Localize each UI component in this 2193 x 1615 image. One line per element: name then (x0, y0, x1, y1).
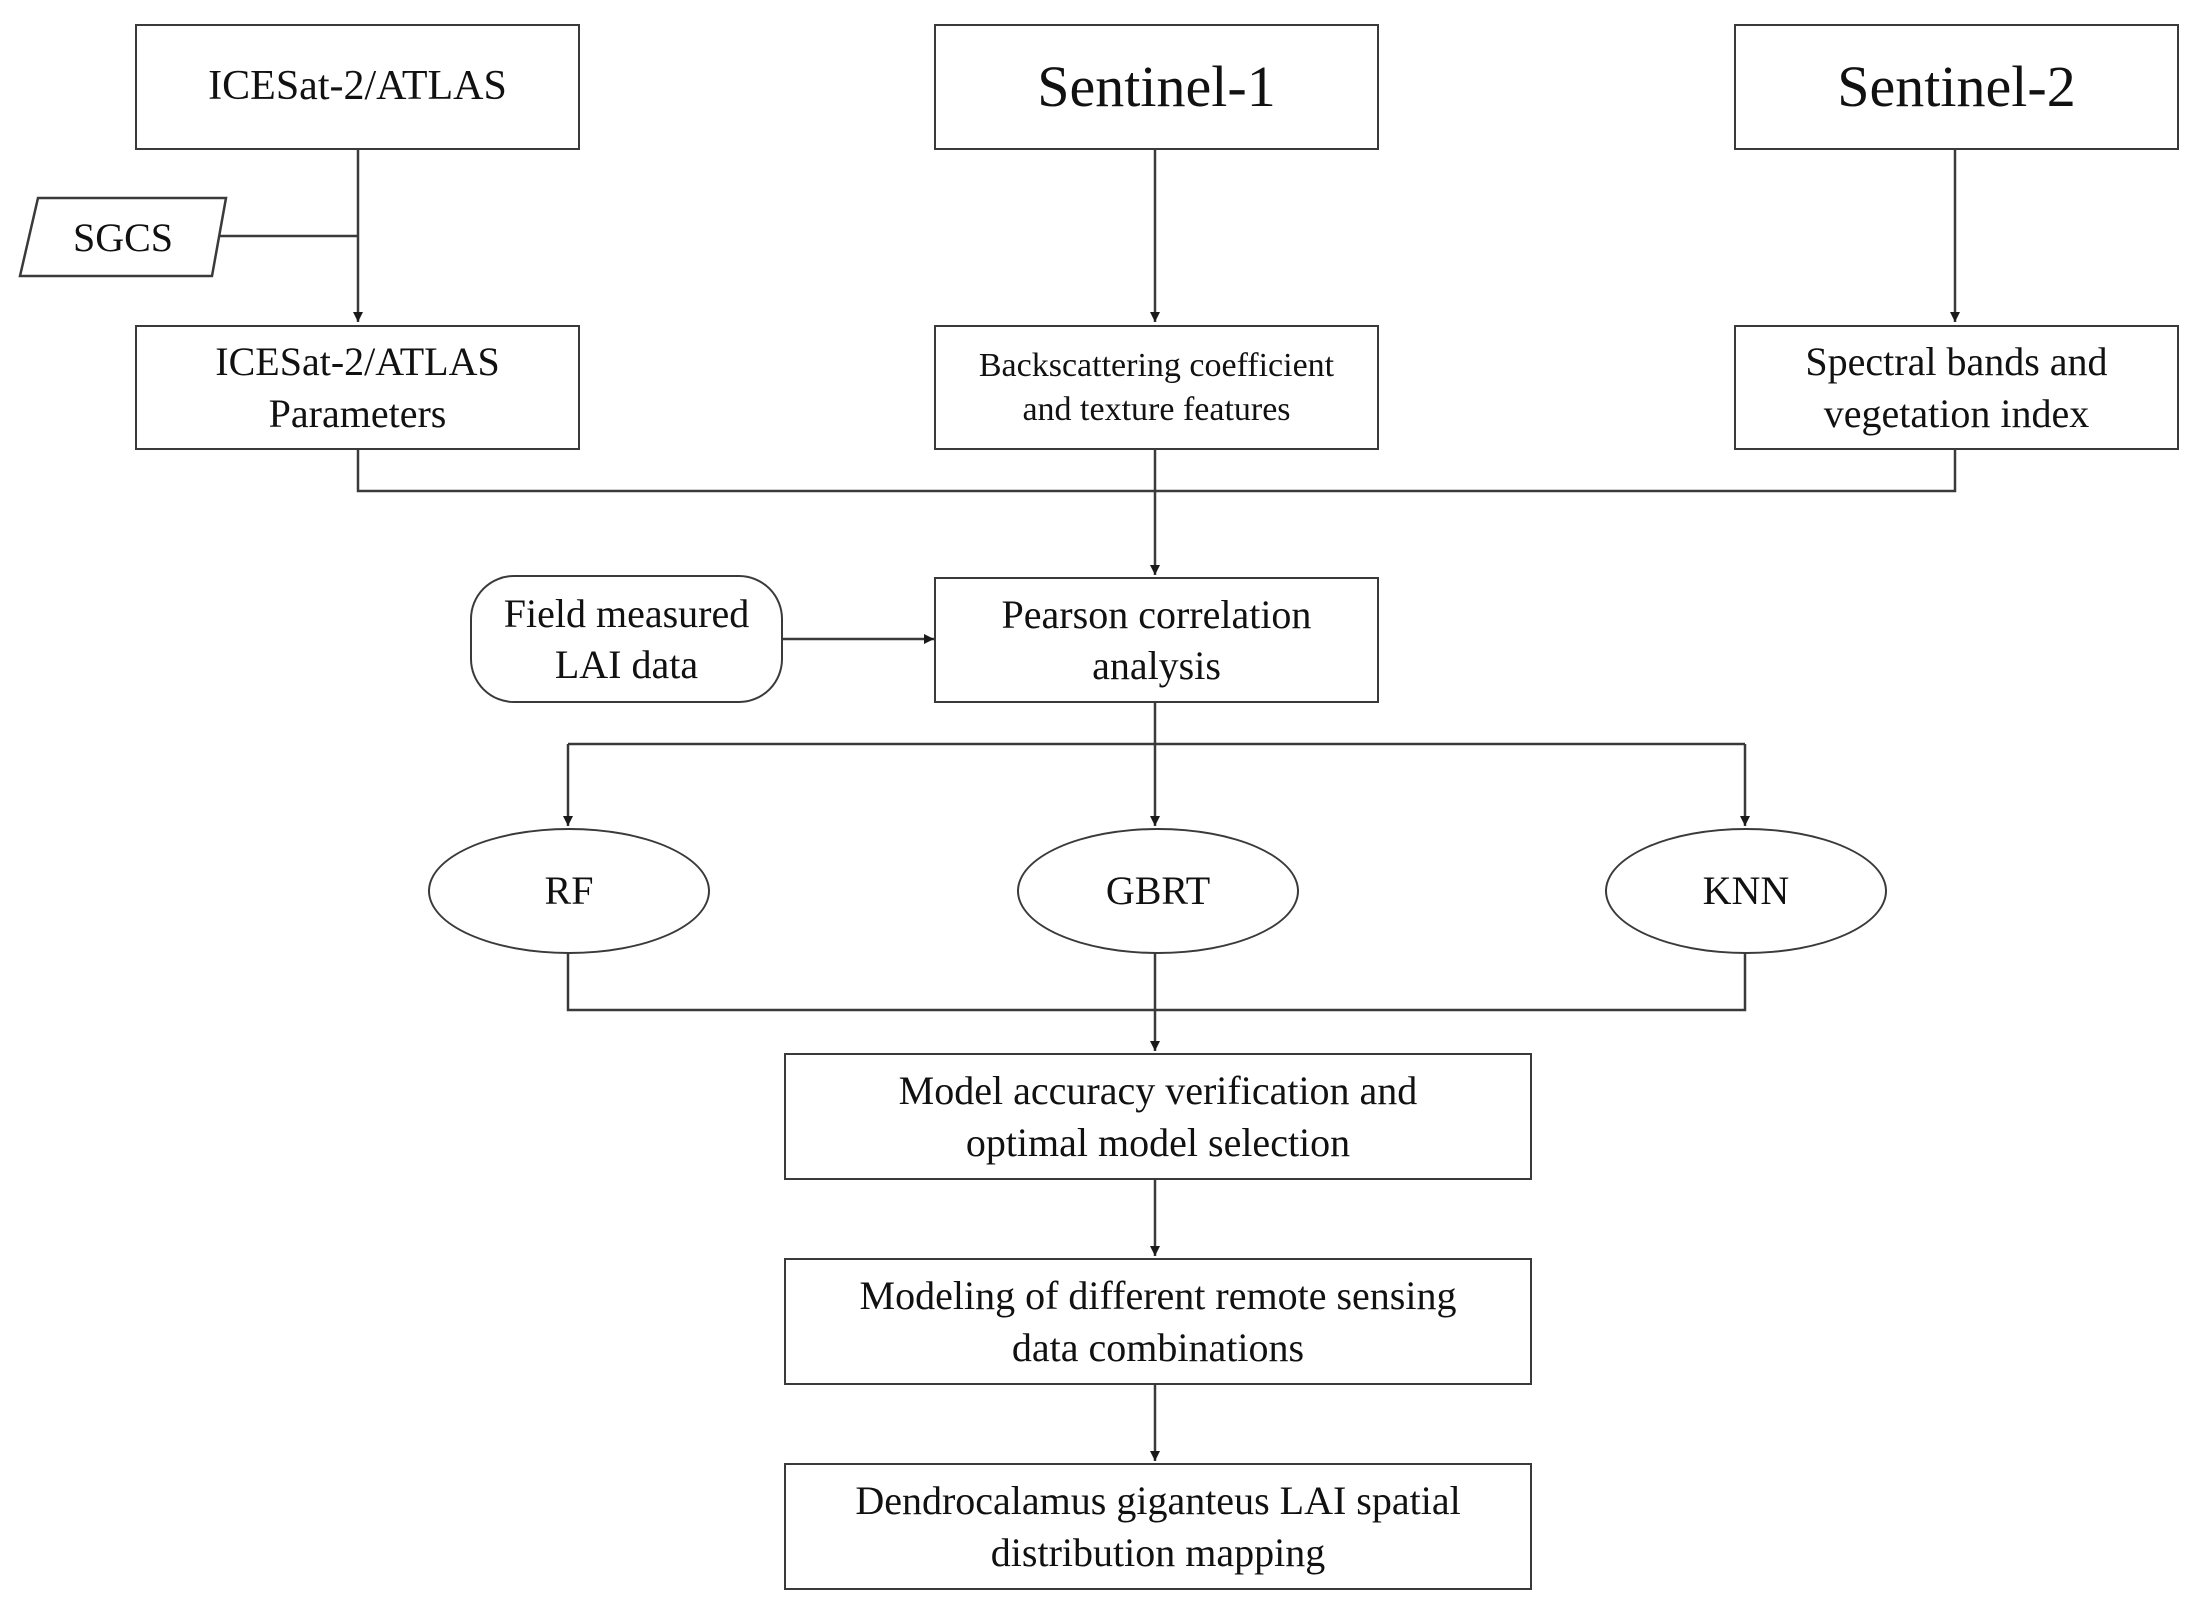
icesat-source-label: ICESat-2/ATLAS (208, 63, 507, 110)
edge-merge-features (356, 450, 1957, 493)
lai-mapping-box: Dendrocalamus giganteus LAI spatial dist… (784, 1463, 1532, 1590)
spectral-bands-box: Spectral bands and vegetation index (1734, 325, 2179, 450)
rf-model-ellipse: RF (428, 828, 710, 954)
modeling-combinations-box: Modeling of different remote sensing dat… (784, 1258, 1532, 1385)
sentinel2-source-label: Sentinel-2 (1837, 53, 2076, 119)
rf-label: RF (544, 868, 594, 914)
icesat-source-box: ICESat-2/ATLAS (135, 24, 580, 150)
sentinel1-source-box: Sentinel-1 (934, 24, 1379, 150)
icesat-parameters-box: ICESat-2/ATLAS Parameters (135, 325, 580, 450)
model-accuracy-box: Model accuracy verification and optimal … (784, 1053, 1532, 1180)
backscattering-line-2: and texture features (1022, 390, 1291, 428)
lai-mapping-line-1: Dendrocalamus giganteus LAI spatial (855, 1478, 1461, 1524)
modeling-line-1: Modeling of different remote sensing (859, 1273, 1457, 1319)
sgcs-label: SGCS (72, 214, 174, 260)
icesat-parameters-line-1: ICESat-2/ATLAS (215, 339, 500, 385)
spectral-bands-line-1: Spectral bands and (1805, 339, 2108, 385)
sgcs-parallelogram (18, 196, 228, 278)
pearson-line-1: Pearson correlation (1001, 591, 1312, 637)
field-lai-data-box: Field measured LAI data (470, 575, 783, 703)
sgcs-input: SGCS (28, 198, 218, 276)
pearson-correlation-box: Pearson correlation analysis (934, 577, 1379, 703)
spectral-bands-line-2: vegetation index (1823, 390, 2090, 436)
field-lai-line-1: Field measured (503, 590, 750, 636)
icesat-parameters-line-2: Parameters (268, 390, 447, 436)
model-accuracy-line-2: optimal model selection (965, 1119, 1351, 1165)
field-lai-line-2: LAI data (554, 642, 699, 687)
lai-mapping-line-2: distribution mapping (990, 1529, 1326, 1575)
gbrt-model-ellipse: GBRT (1017, 828, 1299, 954)
sentinel1-source-label: Sentinel-1 (1037, 53, 1276, 119)
gbrt-label: GBRT (1105, 868, 1211, 914)
modeling-line-2: data combinations (1011, 1324, 1305, 1370)
edge-models-merge (566, 947, 1747, 1012)
model-accuracy-line-1: Model accuracy verification and (898, 1068, 1418, 1114)
pearson-line-2: analysis (1092, 643, 1221, 688)
backscattering-box: Backscattering coefficient and texture f… (934, 325, 1379, 450)
knn-label: KNN (1702, 868, 1790, 914)
sentinel2-source-box: Sentinel-2 (1734, 24, 2179, 150)
backscattering-line-1: Backscattering coefficient (978, 346, 1335, 384)
knn-model-ellipse: KNN (1605, 828, 1887, 954)
